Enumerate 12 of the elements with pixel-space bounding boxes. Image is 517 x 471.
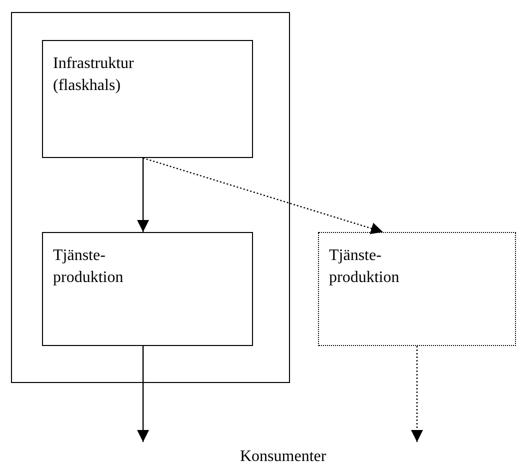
arrow	[142, 157, 384, 234]
box-label: Infrastruktur (flaskhals)	[53, 54, 135, 96]
outline-box	[11, 12, 290, 383]
box-label: Tjänste- produktion	[329, 246, 400, 288]
arrow	[137, 158, 150, 232]
process-box	[42, 40, 253, 158]
caption-label: Konsumenter	[240, 448, 326, 466]
box-label: Tjänste- produktion	[53, 246, 124, 288]
arrow	[137, 346, 150, 442]
process-box	[42, 232, 253, 346]
process-box	[318, 232, 516, 346]
arrow	[411, 346, 423, 442]
